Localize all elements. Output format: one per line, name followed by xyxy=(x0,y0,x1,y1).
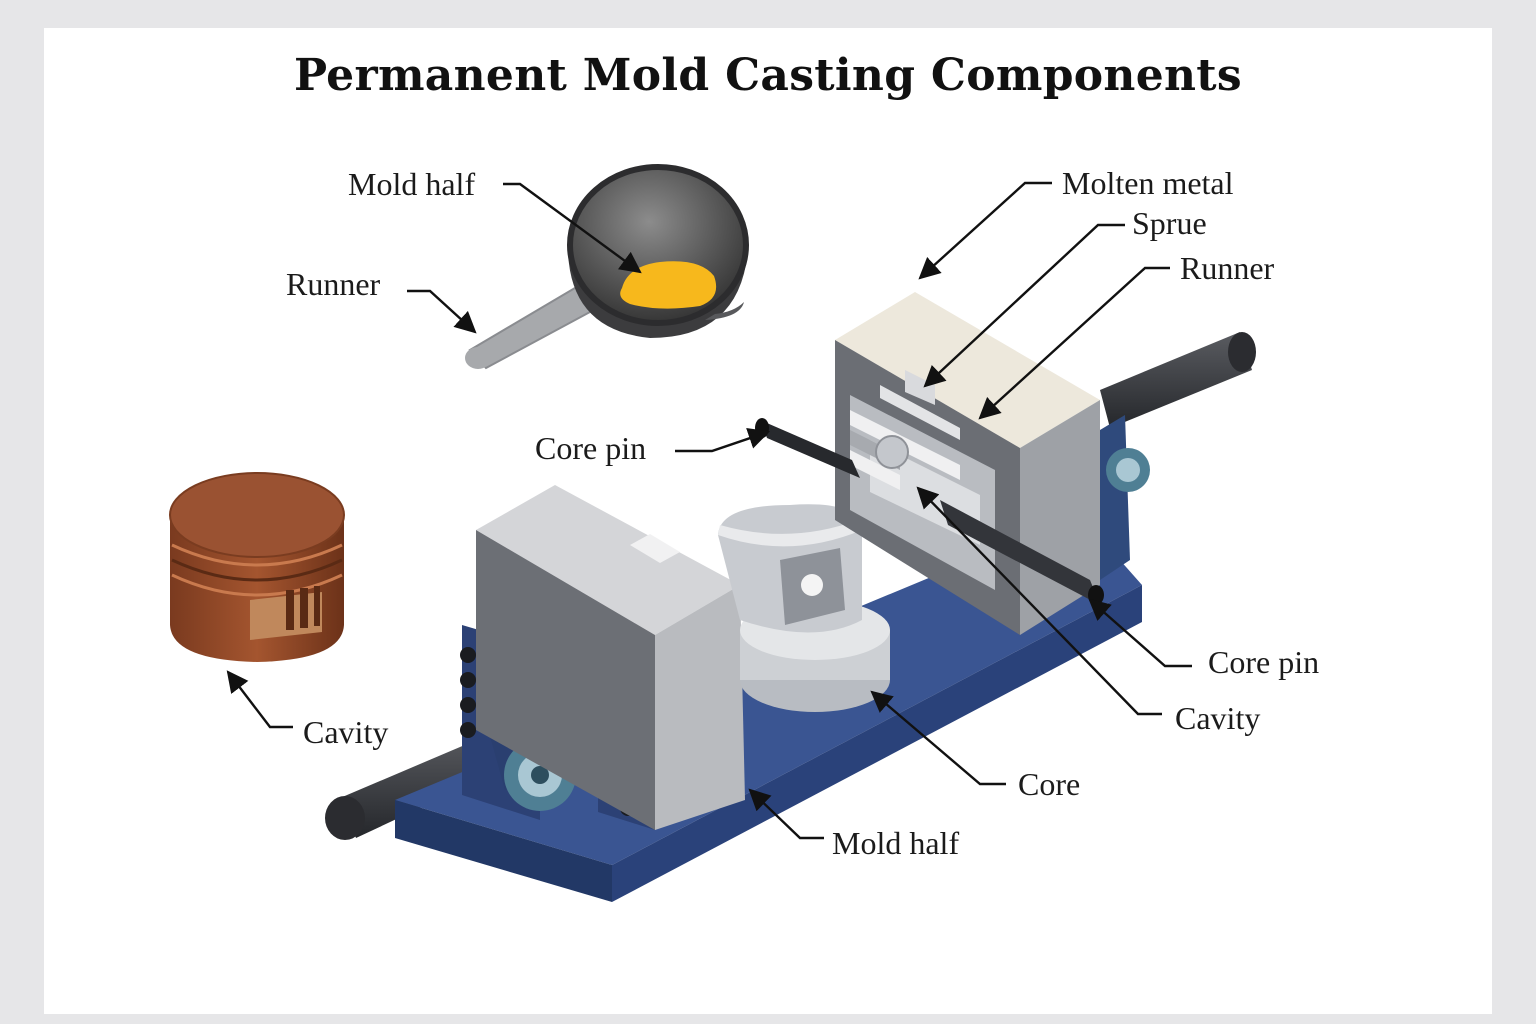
leader-runner-left xyxy=(407,289,477,334)
leader-lines xyxy=(226,181,1192,840)
page-title: Permanent Mold Casting Components xyxy=(293,50,1243,101)
leader-mold-half-top xyxy=(503,182,642,274)
label-molten-metal: Molten metal xyxy=(1062,165,1234,201)
label-mold-half-bottom: Mold half xyxy=(832,825,960,861)
casting-part-icon xyxy=(169,472,345,662)
leader-runner-right xyxy=(978,266,1170,420)
label-cavity-right: Cavity xyxy=(1175,700,1261,736)
molten-metal-pool xyxy=(620,261,717,309)
leader-cavity-right xyxy=(916,486,1162,716)
label-runner-right: Runner xyxy=(1180,250,1275,286)
leader-core xyxy=(870,690,1006,786)
label-core-pin-right: Core pin xyxy=(1208,644,1320,680)
ladle-icon xyxy=(465,164,749,370)
label-sprue: Sprue xyxy=(1132,205,1207,241)
leader-core-pin-right xyxy=(1088,598,1192,668)
leader-cavity-left xyxy=(226,670,293,729)
leader-mold-half-bottom xyxy=(748,788,824,840)
leader-sprue xyxy=(923,223,1125,388)
label-mold-half-top: Mold half xyxy=(348,166,476,202)
mold-machine xyxy=(325,292,1256,902)
leader-core-pin-left xyxy=(675,428,771,453)
label-core: Core xyxy=(1018,766,1081,802)
leader-molten-metal xyxy=(918,181,1052,280)
label-cavity-left: Cavity xyxy=(303,714,389,750)
label-runner-left: Runner xyxy=(286,266,381,302)
label-core-pin-left: Core pin xyxy=(535,430,647,466)
